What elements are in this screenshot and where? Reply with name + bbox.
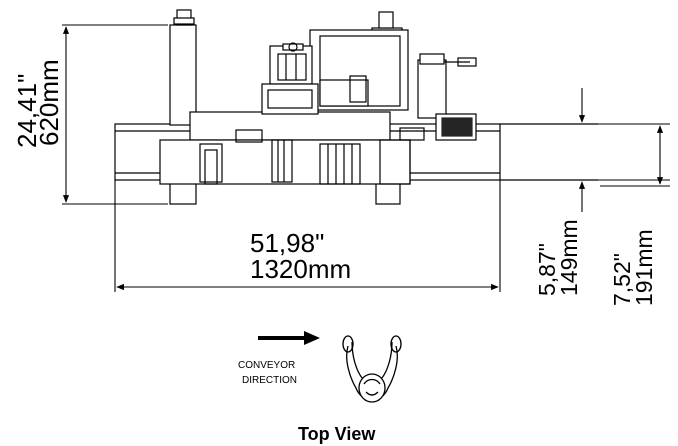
conveyor-mm-label: 149mm xyxy=(556,219,582,296)
height-mm-label: 620mm xyxy=(34,59,64,146)
conveyor-label-line2: DIRECTION xyxy=(242,375,297,386)
overall-mm-label: 191mm xyxy=(631,229,657,306)
width-inch-label: 51,98" xyxy=(250,228,324,258)
height-inch-label: 24,41" xyxy=(12,74,42,148)
conveyor-label-line1: CONVEYOR xyxy=(238,360,295,371)
conveyor-inch-label: 5,87" xyxy=(534,243,560,296)
overall-inch-label: 7,52" xyxy=(609,253,635,306)
conveyor-arrow xyxy=(258,331,320,345)
view-caption: Top View xyxy=(298,424,376,444)
dimension-lines xyxy=(62,24,670,292)
width-mm-label: 1320mm xyxy=(250,254,351,284)
machine-outline xyxy=(114,9,598,205)
operator-figure-icon xyxy=(342,335,402,403)
